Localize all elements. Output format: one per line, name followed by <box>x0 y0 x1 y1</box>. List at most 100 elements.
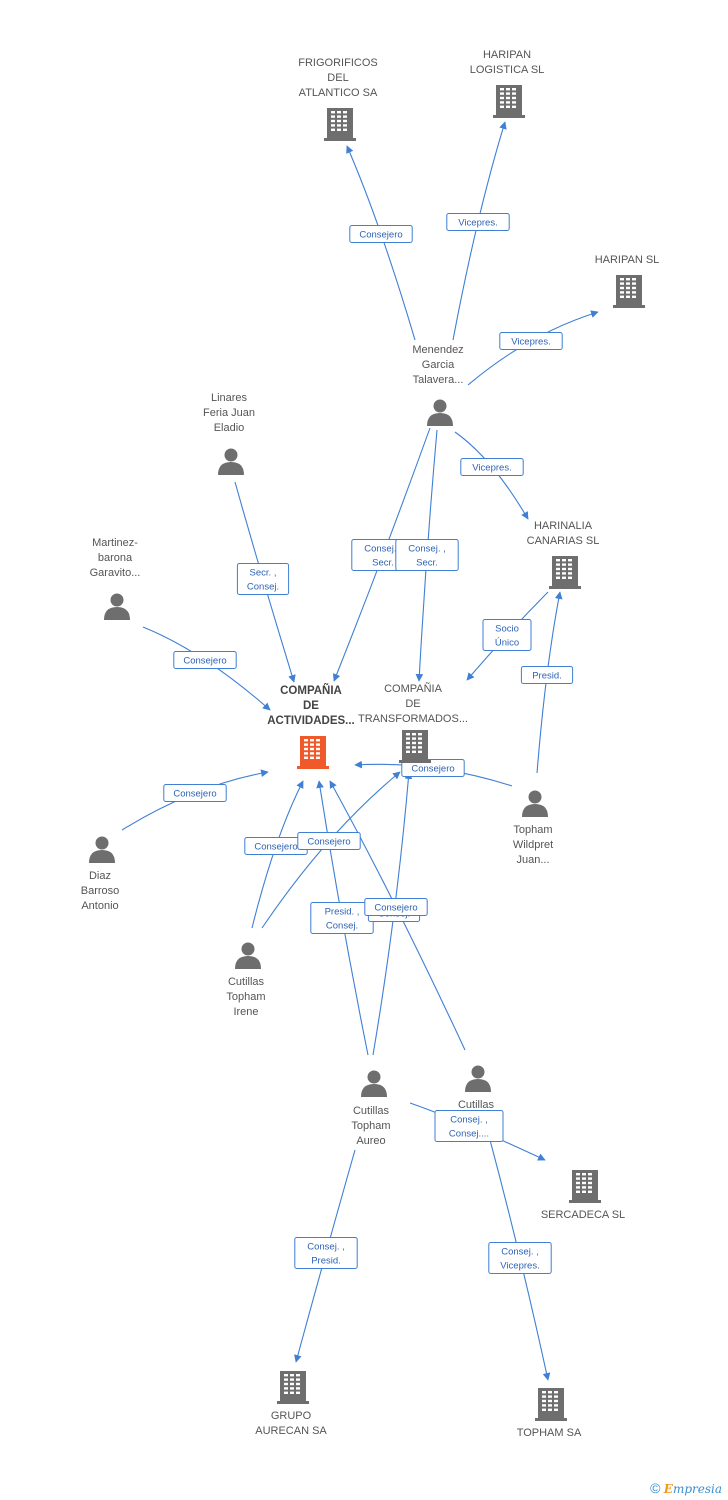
node-label[interactable]: Cutillas <box>353 1105 390 1117</box>
node-label[interactable]: Topham <box>351 1120 390 1132</box>
person-icon[interactable] <box>104 593 130 621</box>
node-label[interactable]: barona <box>98 552 133 564</box>
node-label[interactable]: Barroso <box>81 885 120 897</box>
relation-label-topj-main[interactable]: Consejero <box>401 759 465 777</box>
relation-label-cuti-ctra[interactable]: Consejero <box>297 832 361 850</box>
node-hlog[interactable]: HARIPAN LOGISTICA SL <box>470 49 545 118</box>
building-icon[interactable] <box>277 1371 309 1404</box>
building-icon[interactable] <box>535 1388 567 1421</box>
building-window <box>542 1395 546 1398</box>
building-window <box>512 105 516 108</box>
node-label[interactable]: Antonio <box>81 900 118 912</box>
node-label[interactable]: DE <box>405 698 420 710</box>
node-label[interactable]: Martinez- <box>92 537 138 549</box>
building-icon[interactable] <box>569 1170 601 1203</box>
node-label[interactable]: Diaz <box>89 870 111 882</box>
node-serc[interactable]: SERCADECA SL <box>541 1170 625 1221</box>
node-label[interactable]: HARIPAN <box>483 49 531 61</box>
node-label[interactable]: Garavito... <box>90 567 141 579</box>
relation-label-cuta-grup[interactable]: Consej. ,Presid. <box>294 1237 358 1269</box>
building-icon[interactable] <box>493 85 525 118</box>
node-label[interactable]: Topham <box>513 824 552 836</box>
person-icon[interactable] <box>235 942 261 970</box>
node-ctra[interactable]: COMPAÑIA DE TRANSFORMADOS... <box>358 682 468 763</box>
node-label[interactable]: ATLANTICO SA <box>299 87 378 99</box>
node-label[interactable]: Wildpret <box>513 839 553 851</box>
relation-label-cuta-main[interactable]: Presid. ,Consej. <box>310 902 374 934</box>
building-icon-main[interactable] <box>297 736 329 769</box>
node-label[interactable]: Cutillas <box>458 1099 495 1111</box>
person-icon[interactable] <box>218 448 244 476</box>
relation-label-mene-hlog[interactable]: Vicepres. <box>446 213 510 231</box>
building-icon[interactable] <box>324 108 356 141</box>
node-label[interactable]: TRANSFORMADOS... <box>358 713 468 725</box>
building-window <box>632 291 636 294</box>
node-label[interactable]: ACTIVIDADES... <box>267 715 355 727</box>
relation-label-cut2-main[interactable]: Consejero <box>364 898 428 916</box>
node-label[interactable]: COMPAÑIA <box>384 682 443 695</box>
node-label[interactable]: COMPAÑIA <box>280 684 342 697</box>
node-label[interactable]: LOGISTICA SL <box>470 64 545 76</box>
person-head <box>433 399 447 413</box>
building-window <box>568 576 572 579</box>
relation-label-mene-hcan[interactable]: Vicepres. <box>460 458 524 476</box>
building-window <box>506 88 510 91</box>
node-frig[interactable]: FRIGORIFICOS DEL ATLANTICO SA <box>298 57 378 141</box>
building-icon[interactable] <box>399 730 431 763</box>
node-label[interactable]: Eladio <box>214 422 245 434</box>
node-label[interactable]: DEL <box>327 72 348 84</box>
building-window <box>582 1177 586 1180</box>
node-label[interactable]: FRIGORIFICOS <box>298 57 377 69</box>
node-label[interactable]: Juan... <box>516 854 549 866</box>
node-label[interactable]: Topham <box>226 991 265 1003</box>
relation-label-cut2-tops[interactable]: Consej. ,Vicepres. <box>488 1242 552 1274</box>
node-main[interactable]: COMPAÑIA DE ACTIVIDADES... <box>267 684 355 769</box>
node-hsl[interactable]: HARIPAN SL <box>595 254 660 308</box>
node-label[interactable]: Feria Juan <box>203 407 255 419</box>
node-grup[interactable]: GRUPO AURECAN SA <box>255 1371 327 1437</box>
person-icon[interactable] <box>465 1065 491 1093</box>
relation-label-mene-hsl[interactable]: Vicepres. <box>499 332 563 350</box>
building-window <box>316 752 320 755</box>
node-label[interactable]: Irene <box>233 1006 258 1018</box>
person-icon[interactable] <box>89 836 115 864</box>
node-label[interactable]: AURECAN SA <box>255 1425 327 1437</box>
relation-label-cuta-serc[interactable]: Consej. ,Consej.... <box>434 1110 504 1142</box>
node-topj[interactable]: TophamWildpretJuan... <box>513 790 553 867</box>
node-label[interactable]: Talavera... <box>413 374 464 386</box>
node-label[interactable]: CANARIAS SL <box>527 535 600 547</box>
node-label[interactable]: HARIPAN SL <box>595 254 660 266</box>
node-tops[interactable]: TOPHAM SA <box>517 1388 582 1439</box>
relation-label-topj-hcan[interactable]: Presid. <box>520 666 574 684</box>
person-icon[interactable] <box>361 1070 387 1098</box>
node-label[interactable]: Aureo <box>356 1135 385 1147</box>
person-icon[interactable] <box>427 399 453 427</box>
node-label[interactable]: SERCADECA SL <box>541 1209 625 1221</box>
relation-label-mart-main[interactable]: Consejero <box>173 651 237 669</box>
node-hcan[interactable]: HARINALIA CANARIAS SL <box>527 520 600 589</box>
relation-label-diaz-main[interactable]: Consejero <box>163 784 227 802</box>
node-label[interactable]: Menendez <box>412 344 463 356</box>
node-cut2[interactable]: Cutillas <box>458 1065 495 1112</box>
person-icon[interactable] <box>522 790 548 818</box>
node-label[interactable]: GRUPO <box>271 1410 312 1422</box>
relation-label-mene-ctra[interactable]: Consej. ,Secr. <box>395 539 459 571</box>
building-icon[interactable] <box>613 275 645 308</box>
relation-label-mene-frig[interactable]: Consejero <box>349 225 413 243</box>
node-label[interactable]: Garcia <box>422 359 455 371</box>
building-window <box>500 105 504 108</box>
relation-label-lina-main[interactable]: Secr. ,Consej. <box>236 563 290 595</box>
node-label[interactable]: Cutillas <box>228 976 265 988</box>
building-icon[interactable] <box>549 556 581 589</box>
node-label[interactable]: HARINALIA <box>534 520 593 532</box>
node-label[interactable]: TOPHAM SA <box>517 1427 582 1439</box>
node-mene[interactable]: MenendezGarciaTalavera... <box>412 344 464 427</box>
node-label[interactable]: Linares <box>211 392 248 404</box>
node-mart[interactable]: Martinez-baronaGaravito... <box>90 537 141 620</box>
node-label[interactable]: DE <box>303 700 319 712</box>
